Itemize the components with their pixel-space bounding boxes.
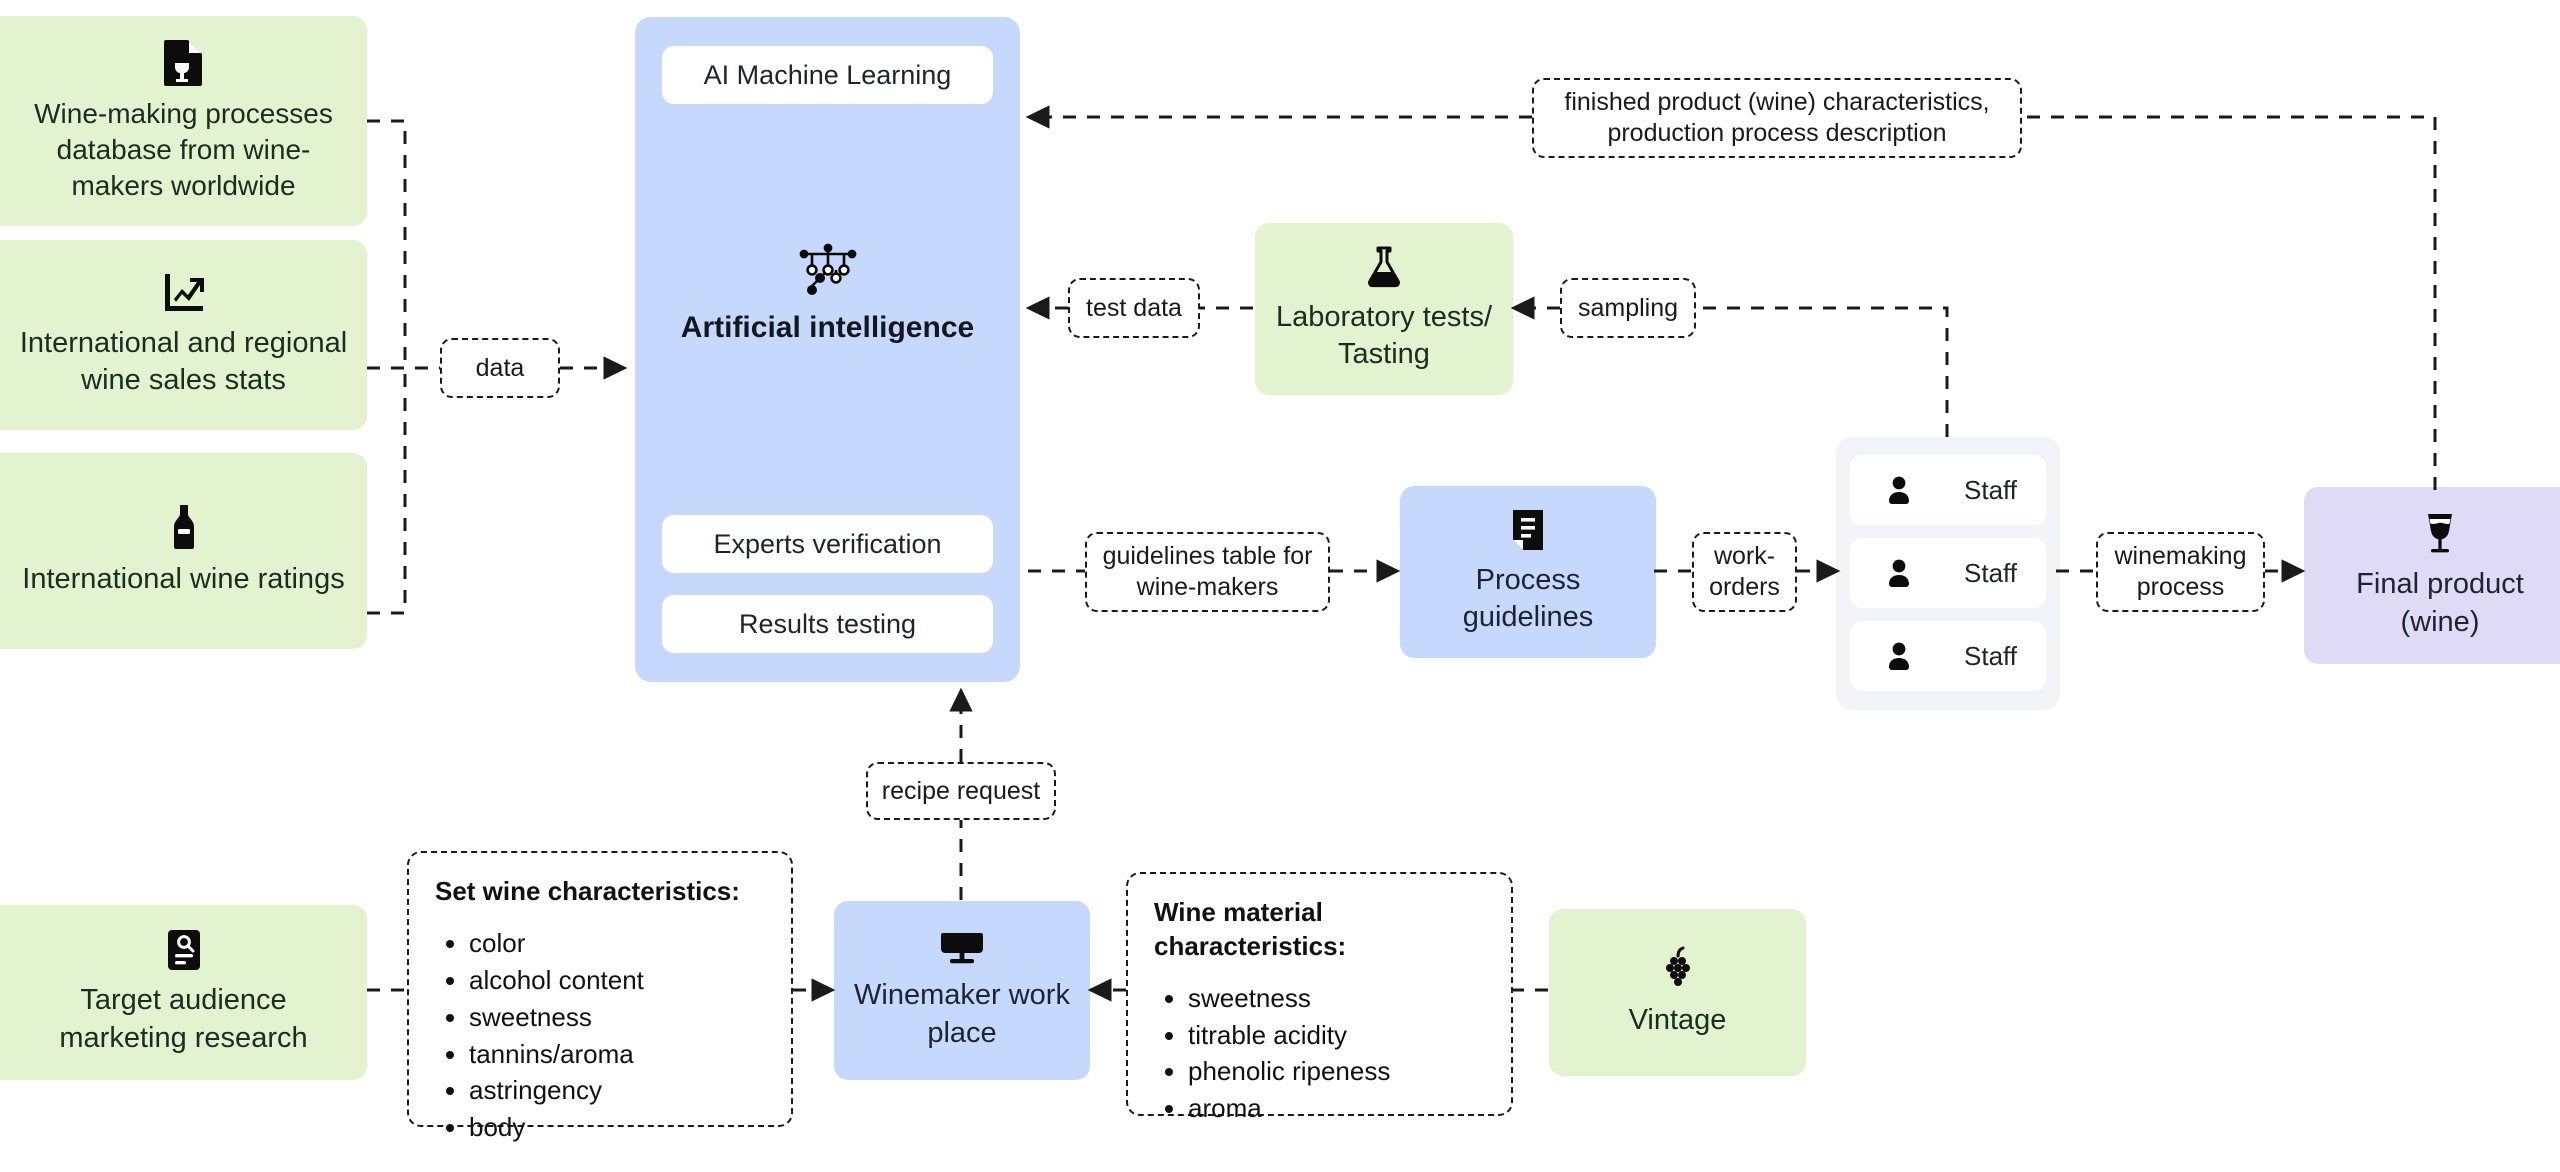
pill-results-testing[interactable]: Results testing bbox=[662, 595, 993, 653]
staff-label: Staff bbox=[1964, 474, 2018, 505]
grapes-icon bbox=[1658, 946, 1698, 992]
node-final-product[interactable]: Final product (wine) bbox=[2304, 487, 2560, 664]
listbox-items: color alcohol content sweetness tannins/… bbox=[435, 925, 765, 1146]
neural-network-icon bbox=[790, 240, 866, 307]
list-item: aroma bbox=[1188, 1090, 1485, 1127]
node-label: Winemaker work place bbox=[854, 979, 1070, 1049]
pill-ai-machine-learning[interactable]: AI Machine Learning bbox=[662, 46, 993, 104]
staff-row-2[interactable]: Staff bbox=[1850, 538, 2046, 608]
listbox-wine-material-characteristics: Wine material characteristics: sweetness… bbox=[1126, 872, 1513, 1123]
edge-label-winemaking-process: winemaking process bbox=[2096, 532, 2265, 612]
list-item: sweetness bbox=[1188, 980, 1485, 1017]
edge-label-finished-product: finished product (wine) characteristics,… bbox=[1532, 78, 2022, 158]
edge-label-guidelines-table: guidelines table for wine-makers bbox=[1085, 532, 1330, 612]
edge-label-sampling: sampling bbox=[1560, 278, 1696, 338]
trending-chart-icon bbox=[160, 271, 208, 315]
person-icon bbox=[1872, 641, 1926, 671]
staff-row-1[interactable]: Staff bbox=[1850, 455, 2046, 525]
person-icon bbox=[1872, 558, 1926, 588]
ai-panel-title: Artificial intelligence bbox=[680, 311, 975, 344]
list-item: phenolic ripeness bbox=[1188, 1053, 1485, 1090]
node-label: Wine-making processes database from wine… bbox=[34, 98, 333, 201]
pill-experts-verification[interactable]: Experts verification bbox=[662, 515, 993, 573]
wine-bottle-icon bbox=[167, 503, 201, 551]
node-label: Laboratory tests/ Tasting bbox=[1276, 300, 1492, 370]
flask-icon bbox=[1364, 245, 1404, 289]
listbox-title: Wine material characteristics: bbox=[1154, 897, 1347, 961]
pill-label: AI Machine Learning bbox=[703, 59, 952, 90]
node-laboratory-tests[interactable]: Laboratory tests/ Tasting bbox=[1255, 223, 1513, 395]
wine-document-icon bbox=[162, 38, 206, 87]
node-label: International wine ratings bbox=[22, 563, 345, 596]
list-item: alcohol content bbox=[469, 962, 765, 999]
node-wine-ratings[interactable]: International wine ratings bbox=[0, 453, 367, 649]
node-label: International and regional wine sales st… bbox=[19, 326, 348, 396]
node-wine-making-database[interactable]: Wine-making processes database from wine… bbox=[0, 16, 367, 226]
node-target-audience-research[interactable]: Target audience marketing research bbox=[0, 905, 367, 1080]
wine-glass-icon bbox=[2419, 510, 2461, 556]
document-lines-icon bbox=[1509, 508, 1547, 552]
node-label: Process guidelines bbox=[1462, 563, 1594, 633]
node-process-guidelines[interactable]: Process guidelines bbox=[1400, 486, 1656, 658]
edge-label-test-data: test data bbox=[1068, 278, 1200, 338]
node-label: Final product (wine) bbox=[2356, 568, 2524, 638]
node-label: Vintage bbox=[1628, 1003, 1727, 1036]
staff-row-3[interactable]: Staff bbox=[1850, 621, 2046, 691]
list-item: titrable acidity bbox=[1188, 1017, 1485, 1054]
listbox-items: sweetness titrable acidity phenolic ripe… bbox=[1154, 980, 1485, 1128]
staff-label: Staff bbox=[1964, 640, 2018, 671]
person-icon bbox=[1872, 475, 1926, 505]
node-wine-sales-stats[interactable]: International and regional wine sales st… bbox=[0, 240, 367, 430]
node-label: Target audience marketing research bbox=[59, 984, 308, 1054]
list-item: color bbox=[469, 925, 765, 962]
listbox-set-wine-characteristics: Set wine characteristics: color alcohol … bbox=[407, 851, 793, 1142]
pill-label: Experts verification bbox=[713, 528, 942, 559]
edge-label-recipe-request: recipe request bbox=[866, 762, 1056, 820]
list-item: sweetness bbox=[469, 999, 765, 1036]
node-artificial-intelligence-panel[interactable] bbox=[635, 17, 1020, 682]
list-item: astringency bbox=[469, 1072, 765, 1109]
node-winemaker-work-place[interactable]: Winemaker work place bbox=[834, 901, 1090, 1080]
staff-label: Staff bbox=[1964, 557, 2018, 588]
list-item: tannins/aroma bbox=[469, 1036, 765, 1073]
list-item: body bbox=[469, 1109, 765, 1146]
node-vintage[interactable]: Vintage bbox=[1549, 909, 1806, 1076]
edge-label-work-orders: work-orders bbox=[1692, 532, 1797, 612]
monitor-icon bbox=[939, 929, 985, 967]
research-document-icon bbox=[164, 928, 204, 972]
pill-label: Results testing bbox=[738, 608, 917, 639]
edge-label-data: data bbox=[440, 338, 560, 398]
listbox-title: Set wine characteristics: bbox=[435, 876, 740, 906]
